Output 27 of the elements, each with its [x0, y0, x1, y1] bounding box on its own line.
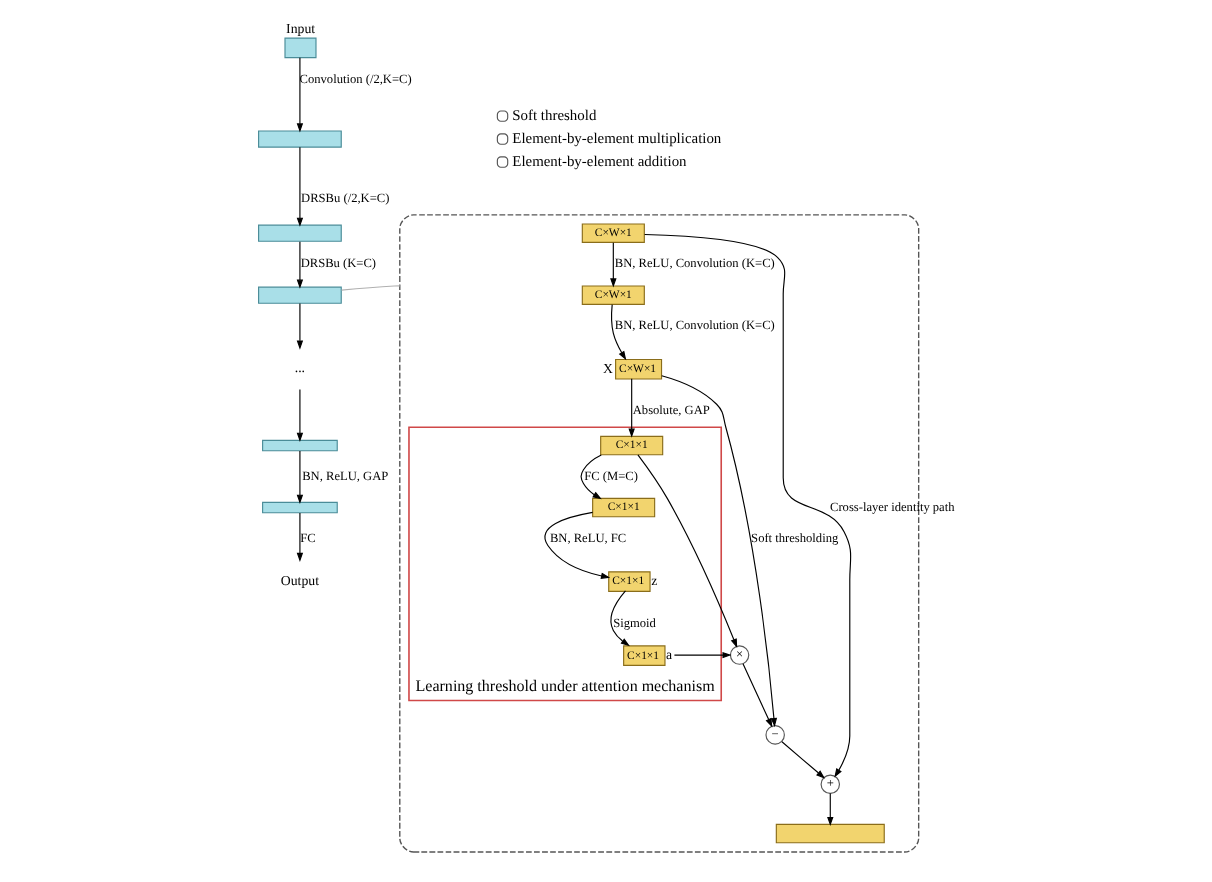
arrow: [660, 375, 777, 728]
arrow: [636, 454, 737, 648]
node-box: [261, 439, 337, 452]
node-box: [257, 286, 341, 304]
arrow: [643, 233, 851, 778]
arrow: [627, 378, 634, 438]
arrow: [295, 241, 303, 289]
arrow: [579, 454, 601, 500]
node-box: [774, 823, 884, 844]
arrow: [543, 511, 610, 579]
arrow: [295, 146, 303, 227]
arrow: [609, 590, 629, 647]
arrow: [295, 450, 303, 504]
arrow: [609, 242, 616, 288]
arrow: [295, 512, 303, 562]
arrow: [295, 302, 303, 350]
node-box: [257, 130, 341, 148]
arrow: [826, 793, 833, 827]
node-box: [257, 224, 341, 242]
arrow: [780, 741, 825, 779]
arrow: [610, 304, 626, 361]
connector: [340, 285, 400, 291]
node-box: [261, 501, 337, 514]
arrow: [741, 663, 772, 728]
arrow: [672, 651, 731, 659]
arrow: [295, 57, 303, 133]
arrow: [295, 388, 303, 442]
